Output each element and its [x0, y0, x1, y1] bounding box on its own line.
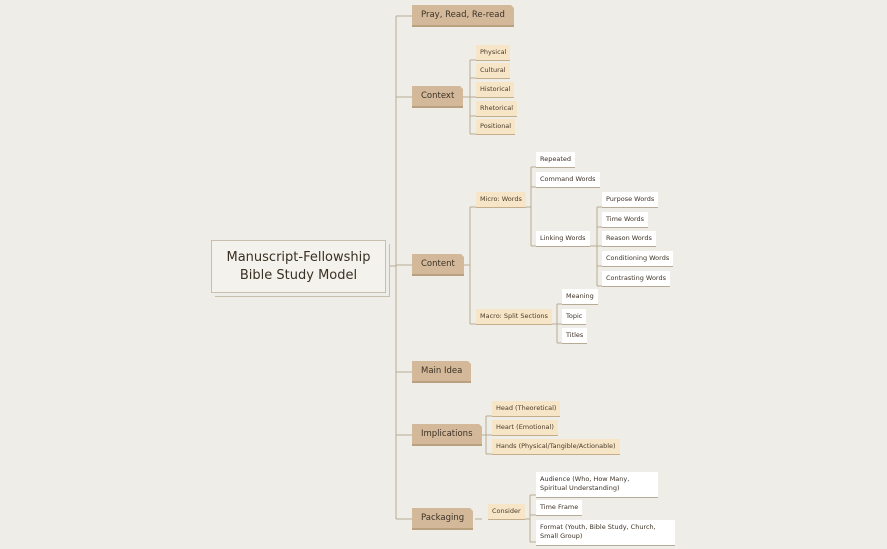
- root-topic[interactable]: Manuscript-Fellowship Bible Study Model: [211, 240, 386, 293]
- subtopic-consider[interactable]: Consider: [488, 504, 525, 520]
- subtopic-rhetorical[interactable]: Rhetorical: [476, 101, 518, 117]
- item-repeated[interactable]: Repeated: [536, 152, 576, 168]
- subtopic-micro-words[interactable]: Micro: Words: [476, 192, 526, 208]
- item-command-words[interactable]: Command Words: [536, 172, 600, 188]
- topic-packaging[interactable]: Packaging: [412, 507, 475, 530]
- item-time-words[interactable]: Time Words: [602, 212, 649, 228]
- subtopic-hands[interactable]: Hands (Physical/Tangible/Actionable): [492, 439, 620, 455]
- subtopic-physical[interactable]: Physical: [476, 45, 511, 61]
- item-meaning[interactable]: Meaning: [562, 289, 598, 305]
- subtopic-historical[interactable]: Historical: [476, 82, 515, 98]
- item-contrasting-words[interactable]: Contrasting Words: [602, 271, 670, 287]
- item-reason-words[interactable]: Reason Words: [602, 231, 656, 247]
- root-title-line-1: Manuscript-Fellowship: [226, 249, 371, 265]
- topic-content[interactable]: Content: [412, 253, 465, 276]
- subtopic-macro-split-sections[interactable]: Macro: Split Sections: [476, 309, 552, 325]
- item-audience[interactable]: Audience (Who, How Many, Spiritual Under…: [536, 472, 658, 498]
- topic-context[interactable]: Context: [412, 85, 465, 108]
- item-titles[interactable]: Titles: [562, 328, 588, 344]
- item-conditioning-words[interactable]: Conditioning Words: [602, 251, 674, 267]
- item-time-frame[interactable]: Time Frame: [536, 500, 583, 516]
- item-format[interactable]: Format (Youth, Bible Study, Church, Smal…: [536, 520, 675, 546]
- subtopic-head[interactable]: Head (Theoretical): [492, 401, 561, 417]
- subtopic-heart[interactable]: Heart (Emotional): [492, 420, 558, 436]
- root-title-line-2: Bible Study Model: [239, 267, 358, 283]
- topic-implications[interactable]: Implications: [412, 423, 482, 446]
- topic-main-idea[interactable]: Main Idea: [412, 360, 473, 383]
- item-linking-words[interactable]: Linking Words: [536, 231, 590, 247]
- item-topic[interactable]: Topic: [562, 309, 587, 325]
- item-purpose-words[interactable]: Purpose Words: [602, 192, 659, 208]
- topic-pray-read[interactable]: Pray, Read, Re-read: [412, 4, 515, 27]
- subtopic-positional[interactable]: Positional: [476, 119, 516, 135]
- subtopic-cultural[interactable]: Cultural: [476, 63, 510, 79]
